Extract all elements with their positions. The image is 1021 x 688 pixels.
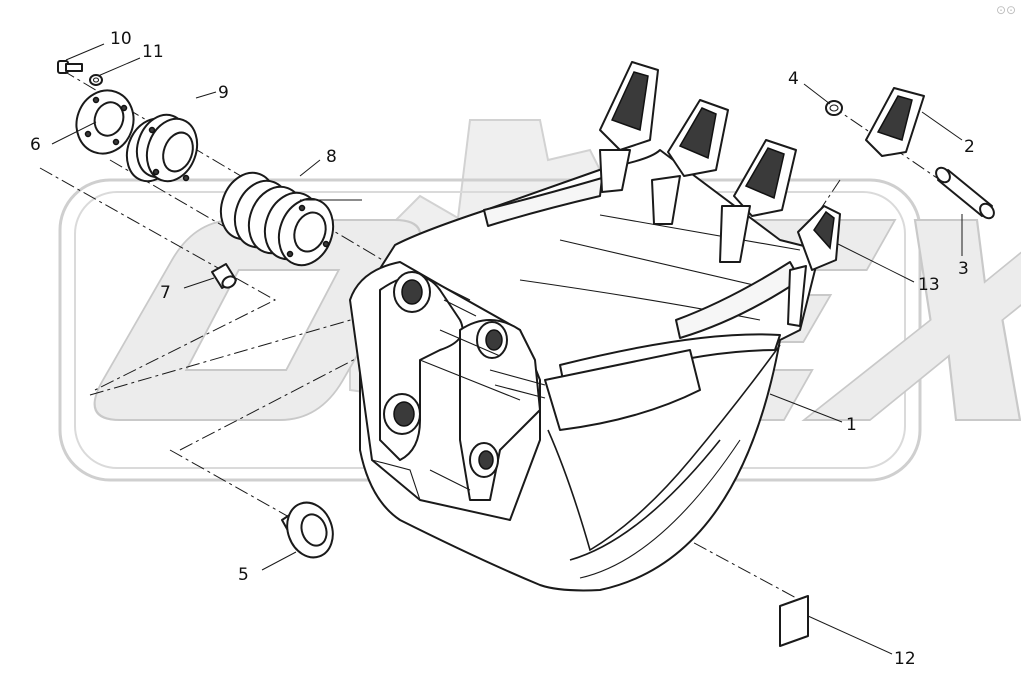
side-cutter-tooth-icon — [787, 205, 841, 327]
callout-3: 3 — [958, 259, 969, 279]
callout-1: 1 — [846, 415, 857, 435]
callout-10: 10 — [110, 29, 132, 49]
bushing-icon — [281, 501, 334, 559]
watermark-letter-x — [801, 219, 1021, 421]
callout-13: 13 — [918, 275, 940, 295]
nameplate-icon — [779, 595, 809, 647]
small-washer-icon — [89, 74, 103, 86]
callout-labels: 10 11 9 6 8 7 5 4 2 3 13 1 12 — [30, 29, 975, 669]
callout-12: 12 — [894, 649, 916, 669]
callout-8: 8 — [326, 147, 337, 167]
retaining-pin-icon — [935, 166, 995, 220]
dowel-pin-icon — [211, 263, 237, 289]
shim-ring-icon — [125, 113, 199, 183]
callout-5: 5 — [238, 565, 249, 585]
callout-11: 11 — [142, 42, 164, 62]
flange-plate-icon — [75, 89, 135, 155]
callout-9: 9 — [218, 83, 229, 103]
washer-icon — [825, 100, 843, 116]
tooth-tip-icon — [599, 61, 925, 263]
callout-4: 4 — [788, 69, 799, 89]
callout-6: 6 — [30, 135, 41, 155]
bolt-icon — [57, 60, 83, 74]
callout-7: 7 — [160, 283, 171, 303]
callout-2: 2 — [964, 137, 975, 157]
watermark-brand-icon: ⊙⊙ — [996, 3, 1016, 17]
shim-stack-icon — [219, 171, 335, 267]
callout-leaders — [51, 43, 963, 655]
bucket-body-icon — [349, 149, 821, 592]
